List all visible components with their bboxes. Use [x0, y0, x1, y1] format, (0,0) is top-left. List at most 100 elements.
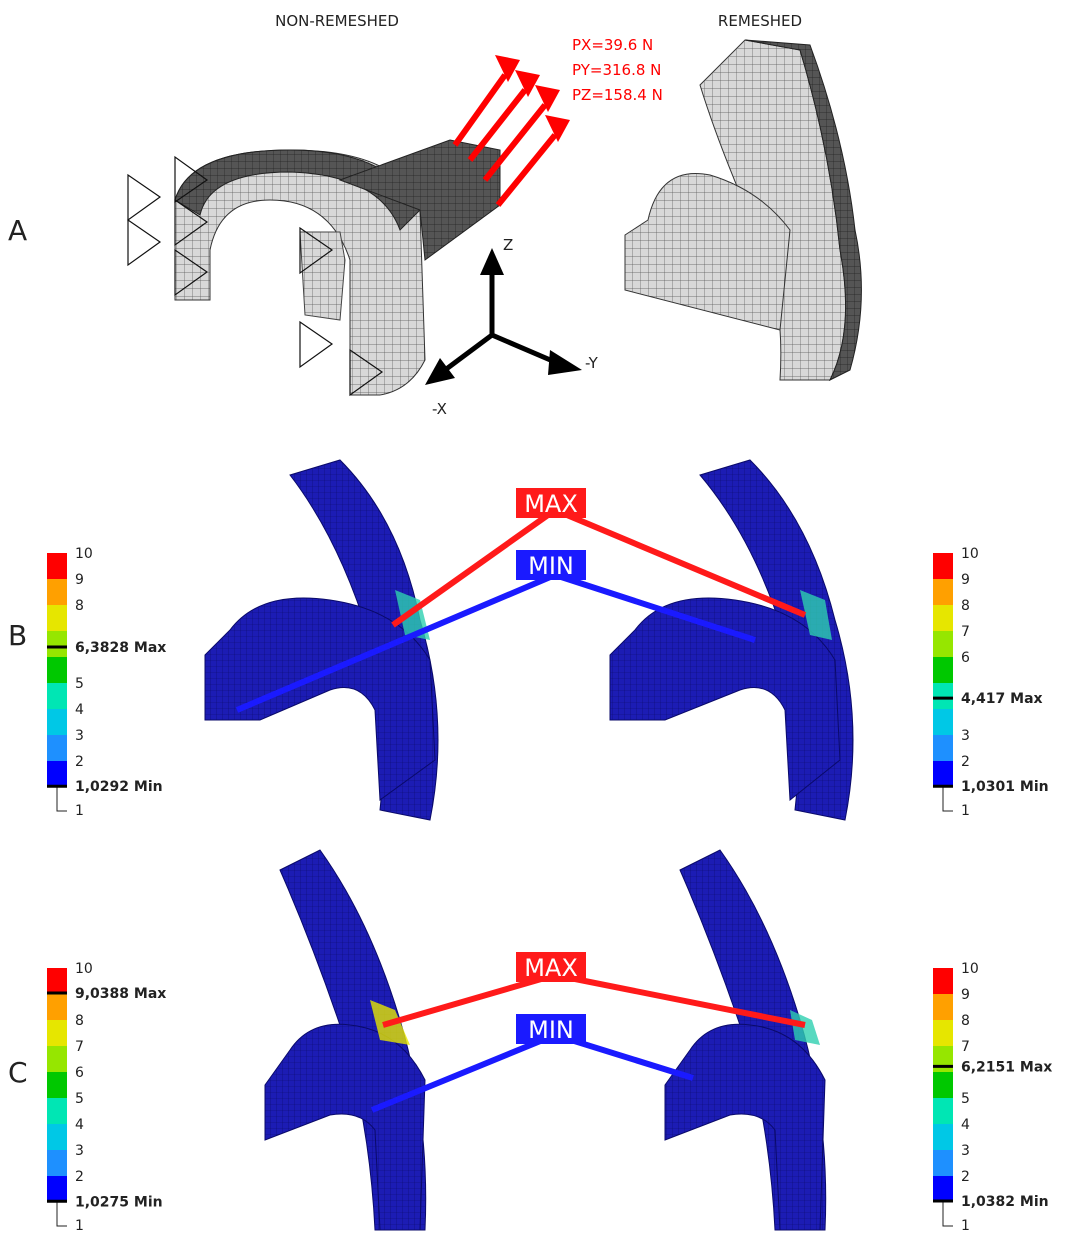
legend-tick-label: 9 — [961, 572, 970, 588]
legend-tick-label: 7 — [961, 624, 970, 640]
legend-tick-label: 1 — [961, 1218, 970, 1234]
legend-tick-label: 8 — [75, 598, 84, 614]
row-label-a: A — [8, 214, 27, 247]
legend-tick-label: 6 — [961, 650, 970, 666]
min-callout-b: MIN — [516, 550, 586, 580]
legend-color-band — [933, 683, 953, 709]
max-callout-b: MAX — [516, 488, 586, 518]
load-pz: PZ=158.4 N — [572, 86, 663, 104]
legend-color-band — [933, 1046, 953, 1072]
max-callout-c-text: MAX — [524, 954, 578, 982]
legend-tick-label: 4 — [961, 1117, 970, 1133]
legend-tick-label: 9 — [961, 987, 970, 1003]
legend-tick-label: 5 — [961, 1091, 970, 1107]
row-label-b: B — [8, 619, 27, 652]
min-callout-c: MIN — [516, 1014, 586, 1044]
legend-tick-label: 6 — [75, 1065, 84, 1081]
axis-z-label: Z — [503, 236, 513, 254]
legend-color-band — [933, 968, 953, 994]
legend-color-band — [47, 1072, 67, 1098]
legend-tick-label: 10 — [75, 546, 93, 562]
legend-baseline-bracket — [942, 787, 953, 812]
legend-color-band — [933, 1098, 953, 1124]
legend-min-label: 1,0382 Min — [961, 1194, 1049, 1210]
legend-color-band — [47, 657, 67, 683]
legend-tick-label: 10 — [961, 546, 979, 562]
legend-tick-label: 10 — [961, 961, 979, 977]
coordinate-axes-icon — [425, 248, 582, 385]
legend-tick-label: 1 — [75, 1218, 84, 1234]
legend-color-band — [47, 1046, 67, 1072]
legend-c-right: 10 9 8 7 5 4 3 2 1 6,2151 Max 1,0382 Min — [933, 961, 1052, 1234]
legend-color-band — [47, 994, 67, 1020]
max-callout-b-text: MAX — [524, 490, 578, 518]
legend-color-band — [47, 579, 67, 605]
legend-tick-label: 7 — [961, 1039, 970, 1055]
min-callout-b-text: MIN — [528, 552, 574, 580]
legend-color-band — [933, 994, 953, 1020]
legend-color-band — [933, 1150, 953, 1176]
legend-color-band — [47, 1098, 67, 1124]
legend-tick-label: 8 — [961, 1013, 970, 1029]
legend-tick-label: 2 — [961, 754, 970, 770]
legend-baseline-bracket — [942, 1202, 953, 1227]
legend-tick-label: 2 — [75, 1169, 84, 1185]
legend-tick-label: 9 — [75, 572, 84, 588]
load-py: PY=316.8 N — [572, 61, 661, 79]
legend-color-band — [47, 1176, 67, 1202]
legend-color-band — [933, 631, 953, 657]
remeshed-mesh-model — [624, 39, 862, 382]
legend-tick-label: 7 — [75, 1039, 84, 1055]
legend-tick-label: 4 — [75, 702, 84, 718]
legend-tick-label: 2 — [961, 1169, 970, 1185]
non-remeshed-mesh-model — [174, 139, 501, 396]
legend-color-band — [47, 605, 67, 631]
legend-max-label: 4,417 Max — [961, 691, 1043, 707]
legend-color-band — [933, 579, 953, 605]
legend-min-label: 1,0301 Min — [961, 779, 1049, 795]
legend-color-band — [933, 1176, 953, 1202]
legend-max-label: 6,2151 Max — [961, 1059, 1052, 1075]
stress-model-c-right — [664, 849, 827, 1231]
legend-color-band — [933, 605, 953, 631]
load-arrows — [452, 55, 570, 207]
legend-color-band — [47, 631, 67, 657]
load-px: PX=39.6 N — [572, 36, 653, 54]
max-callout-c: MAX — [516, 952, 586, 982]
legend-color-band — [933, 761, 953, 787]
legend-color-band — [933, 657, 953, 683]
legend-tick-label: 8 — [961, 598, 970, 614]
legend-color-band — [47, 1020, 67, 1046]
legend-color-band — [47, 709, 67, 735]
legend-min-label: 1,0275 Min — [75, 1194, 163, 1210]
legend-color-band — [933, 709, 953, 735]
legend-color-band — [933, 1020, 953, 1046]
header-remeshed: REMESHED — [718, 12, 802, 30]
stress-model-b-right — [609, 459, 854, 821]
axis-neg-y-label: -Y — [585, 354, 599, 372]
legend-max-label: 9,0388 Max — [75, 986, 166, 1002]
legend-tick-label: 2 — [75, 754, 84, 770]
legend-tick-label: 8 — [75, 1013, 84, 1029]
legend-tick-label: 3 — [961, 1143, 970, 1159]
legend-tick-label: 5 — [75, 1091, 84, 1107]
legend-color-band — [47, 683, 67, 709]
legend-tick-label: 1 — [75, 803, 84, 819]
legend-color-band — [47, 735, 67, 761]
legend-tick-label: 3 — [961, 728, 970, 744]
legend-tick-label: 4 — [75, 1117, 84, 1133]
stress-model-c-left — [264, 849, 427, 1231]
legend-color-band — [47, 761, 67, 787]
legend-color-band — [933, 553, 953, 579]
legend-baseline-bracket — [56, 1202, 67, 1227]
legend-color-band — [933, 1072, 953, 1098]
legend-color-band — [47, 553, 67, 579]
legend-min-label: 1,0292 Min — [75, 779, 163, 795]
header-non-remeshed: NON-REMESHED — [275, 12, 399, 30]
legend-baseline-bracket — [56, 787, 67, 812]
legend-tick-label: 5 — [75, 676, 84, 692]
